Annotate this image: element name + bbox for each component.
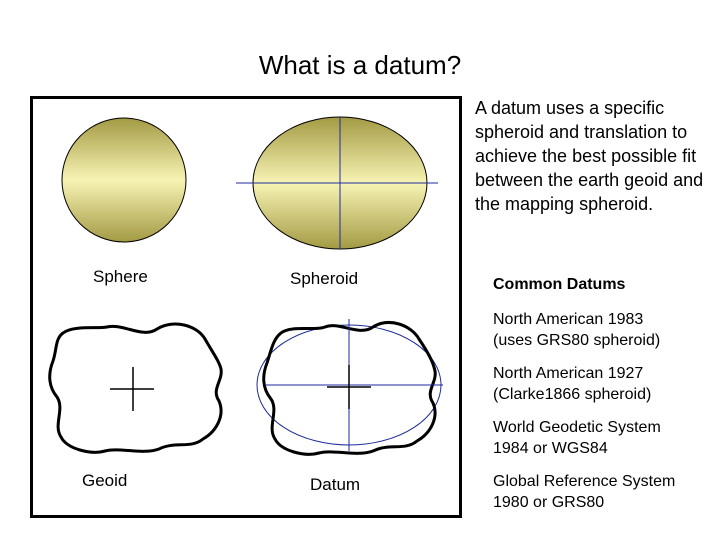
spheroid-label: Spheroid xyxy=(290,269,359,288)
datum-item-name: World Geodetic System xyxy=(493,419,661,436)
datum-list-item: North American 1927 (Clarke1866 spheroid… xyxy=(493,363,713,405)
datum-label: Datum xyxy=(310,475,361,494)
datum-description: A datum uses a specific spheroid and tra… xyxy=(475,98,704,214)
datum-item-name: North American 1983 xyxy=(493,311,644,328)
datum-list-item: Global Reference System 1980 or GRS80 xyxy=(493,471,713,513)
sphere-shape xyxy=(61,117,187,243)
slide-title: What is a datum? xyxy=(258,50,462,80)
datum-item-name: Global Reference System xyxy=(493,473,676,490)
datum-list-item: North American 1983 (uses GRS80 spheroid… xyxy=(493,309,713,351)
datum-item-detail: 1980 or GRS80 xyxy=(493,494,605,511)
datum-item-detail: 1984 or WGS84 xyxy=(493,440,608,457)
sphere-label: Sphere xyxy=(93,267,148,286)
datum-item-detail: (uses GRS80 spheroid) xyxy=(493,332,661,349)
datum-item-detail: (Clarke1866 spheroid) xyxy=(493,386,652,403)
common-datums-heading: Common Datums xyxy=(493,276,626,293)
datum-diagram xyxy=(48,116,443,456)
geoid-shape xyxy=(48,322,223,454)
geoid-label: Geoid xyxy=(82,471,128,490)
datum-list-item: World Geodetic System 1984 or WGS84 xyxy=(493,417,713,459)
datum-geoid-shape xyxy=(262,321,437,456)
diagram-frame: Sphere Spheroid Geoid Datum xyxy=(30,96,462,518)
datum-item-name: North American 1927 xyxy=(493,365,644,382)
